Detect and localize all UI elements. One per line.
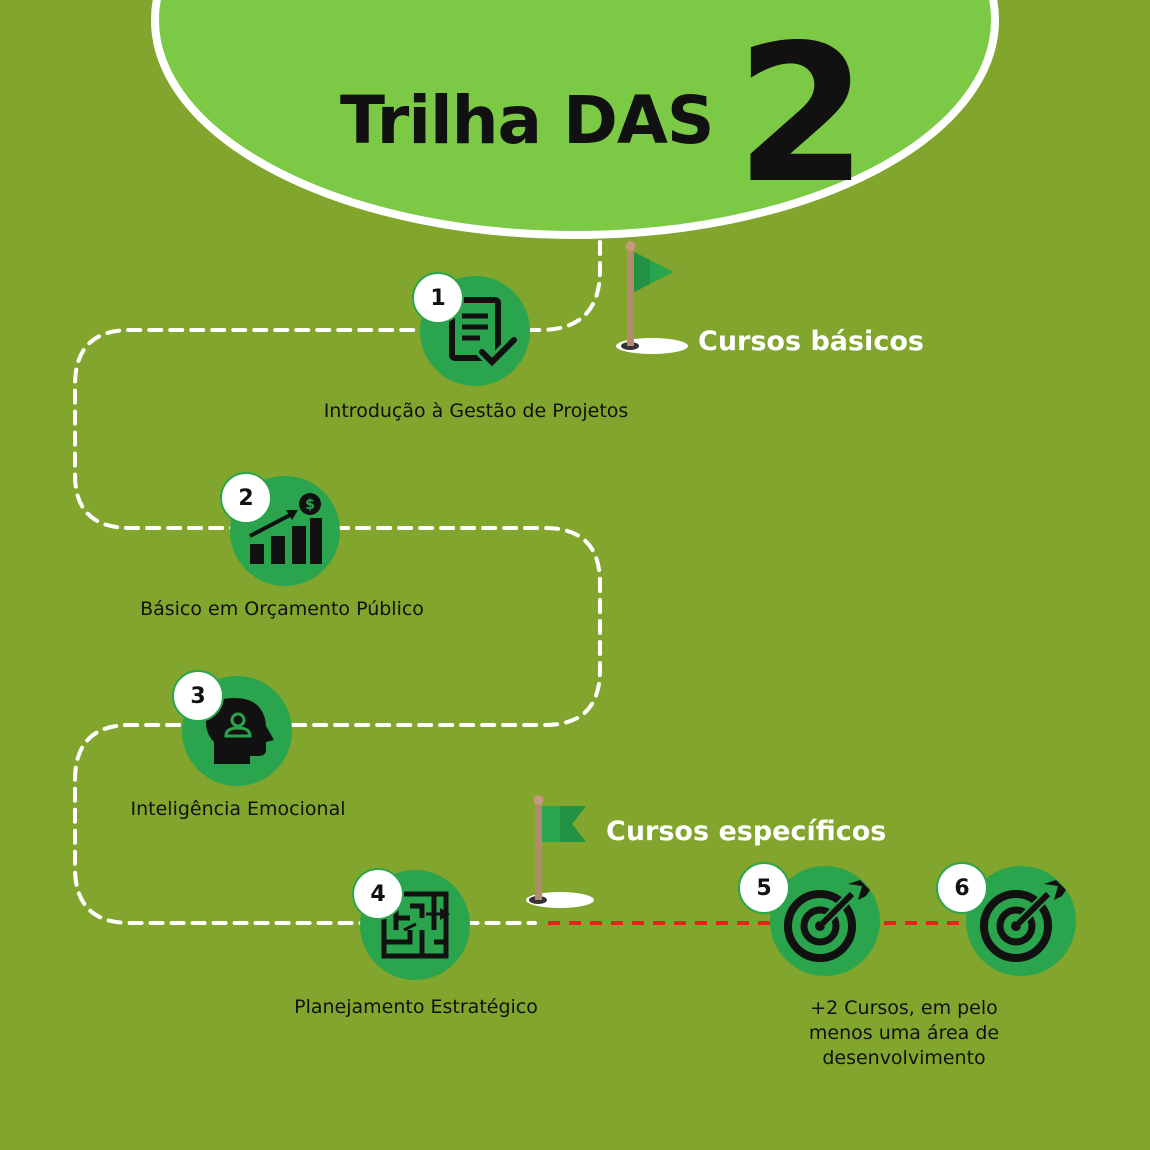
step-1-label: Introdução à Gestão de Projetos bbox=[323, 400, 629, 422]
title-number: 2 bbox=[735, 4, 867, 225]
step-1-badge: 1 bbox=[412, 272, 464, 324]
page-title: Trilha DAS 2 bbox=[340, 4, 868, 225]
growth-chart-dollar-icon: $ bbox=[249, 493, 322, 564]
flag-specific-icon bbox=[526, 795, 594, 908]
step-5-badge: 5 bbox=[738, 862, 790, 914]
header-ellipse bbox=[151, 0, 999, 239]
step-5-circle bbox=[770, 866, 880, 976]
title-text: Trilha DAS bbox=[340, 82, 714, 159]
footnote-extra-courses: +2 Cursos, em pelo menos uma área de des… bbox=[808, 997, 1000, 1069]
checklist-document-icon bbox=[449, 297, 520, 371]
step-4-label: Planejamento Estratégico bbox=[294, 996, 538, 1018]
step-2-badge: 2 bbox=[220, 472, 272, 524]
svg-text:$: $ bbox=[305, 497, 315, 513]
section-label-basic: Cursos básicos bbox=[698, 326, 924, 357]
maze-icon bbox=[381, 891, 450, 959]
step-1-circle bbox=[420, 276, 530, 386]
trail-path-white bbox=[73, 240, 602, 925]
step-3-badge: 3 bbox=[172, 670, 224, 722]
section-label-specific: Cursos específicos bbox=[606, 816, 887, 847]
step-6-badge: 6 bbox=[936, 862, 988, 914]
step-2-label: Básico em Orçamento Público bbox=[140, 598, 424, 620]
step-3-label: Inteligência Emocional bbox=[130, 798, 346, 820]
head-person-icon bbox=[206, 698, 274, 764]
step-4-badge: 4 bbox=[352, 868, 404, 920]
target-arrow-icon bbox=[980, 880, 1066, 962]
flag-basic-icon bbox=[616, 241, 688, 354]
target-arrow-icon bbox=[784, 880, 870, 962]
